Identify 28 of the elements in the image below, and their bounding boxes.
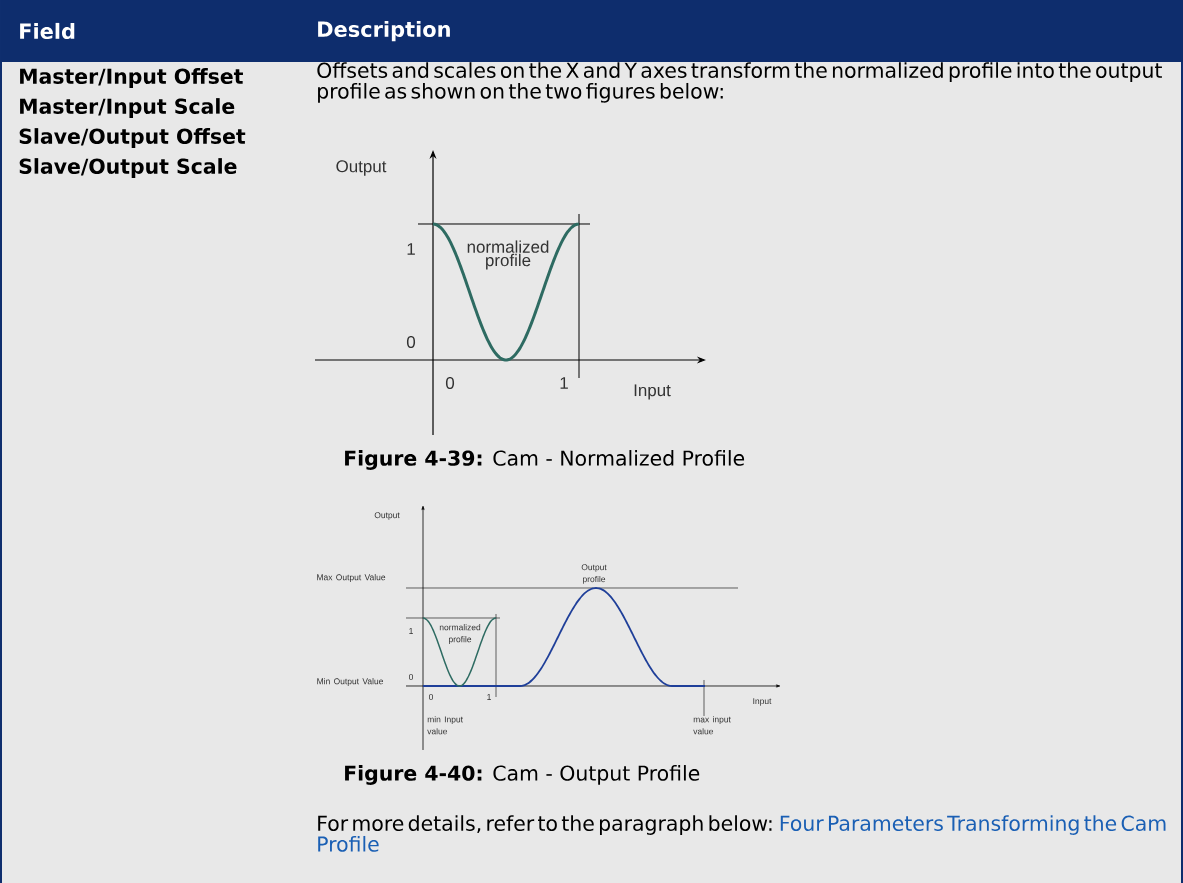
- axis-label: max input value: [693, 716, 731, 735]
- tick-label: 0: [445, 377, 455, 389]
- tick-label: 1: [407, 243, 415, 255]
- figure-caption: Figure 4-39: Cam - Normalized Profile: [345, 450, 745, 470]
- tick-label: 0: [406, 336, 416, 348]
- axis-label: Output: [336, 160, 387, 176]
- tick-label: 1: [487, 694, 491, 700]
- curve-label: Output profile: [581, 564, 607, 584]
- tick-label: 0: [429, 694, 434, 700]
- description-text: For more details, refer to the paragraph below: Four Parameters Transforming the Cam Profile: [318, 815, 1166, 852]
- axis-label: Input: [634, 384, 671, 400]
- tick-label: 1: [409, 628, 413, 634]
- curve-label: normalized profile: [467, 240, 549, 270]
- axis-label: Min Output Value: [317, 678, 383, 686]
- field-name: Slave/Output Offset: [19, 128, 246, 148]
- tick-label: 0: [409, 674, 414, 680]
- axis-label: Input: [753, 698, 772, 706]
- tick-label: 1: [560, 377, 568, 389]
- curve-label: normalized profile: [439, 624, 481, 644]
- axis-label: Max Output Value: [317, 574, 386, 582]
- axis-label: min Input value: [427, 716, 463, 735]
- field-name: Master/Input Offset: [20, 68, 243, 88]
- field-name: Slave/Output Scale: [19, 158, 237, 178]
- field-name: Master/Input Scale: [20, 98, 235, 118]
- description-text: Offsets and scales on the X and Y axes transform the normalized profile into the output profile as shown on the two figures below:: [317, 62, 1162, 103]
- column-header: Field: [0, 0, 300, 62]
- figure-caption: Figure 4-40: Cam - Output Profile: [345, 765, 700, 785]
- axis-label: Output: [374, 512, 400, 520]
